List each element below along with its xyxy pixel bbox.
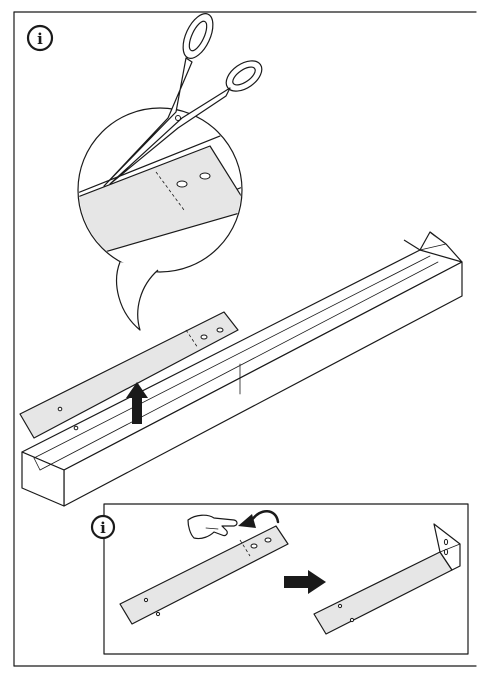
svg-text:i: i xyxy=(100,519,106,537)
magnifier-detail xyxy=(77,107,243,331)
scissors-icon xyxy=(103,13,263,187)
page-frame xyxy=(13,11,477,667)
flat-strip xyxy=(119,525,289,625)
info-icon-inset: i xyxy=(90,514,116,540)
curved-arrow-icon xyxy=(238,510,280,528)
up-arrow-icon xyxy=(126,382,148,424)
right-arrow-icon xyxy=(284,570,326,594)
folded-strip xyxy=(313,523,461,635)
inset-panel: i xyxy=(90,503,469,655)
profile-box xyxy=(21,231,463,507)
svg-text:i: i xyxy=(37,30,43,48)
info-icon: i xyxy=(26,24,54,52)
protective-strip xyxy=(19,311,239,439)
hand-icon xyxy=(187,514,238,540)
